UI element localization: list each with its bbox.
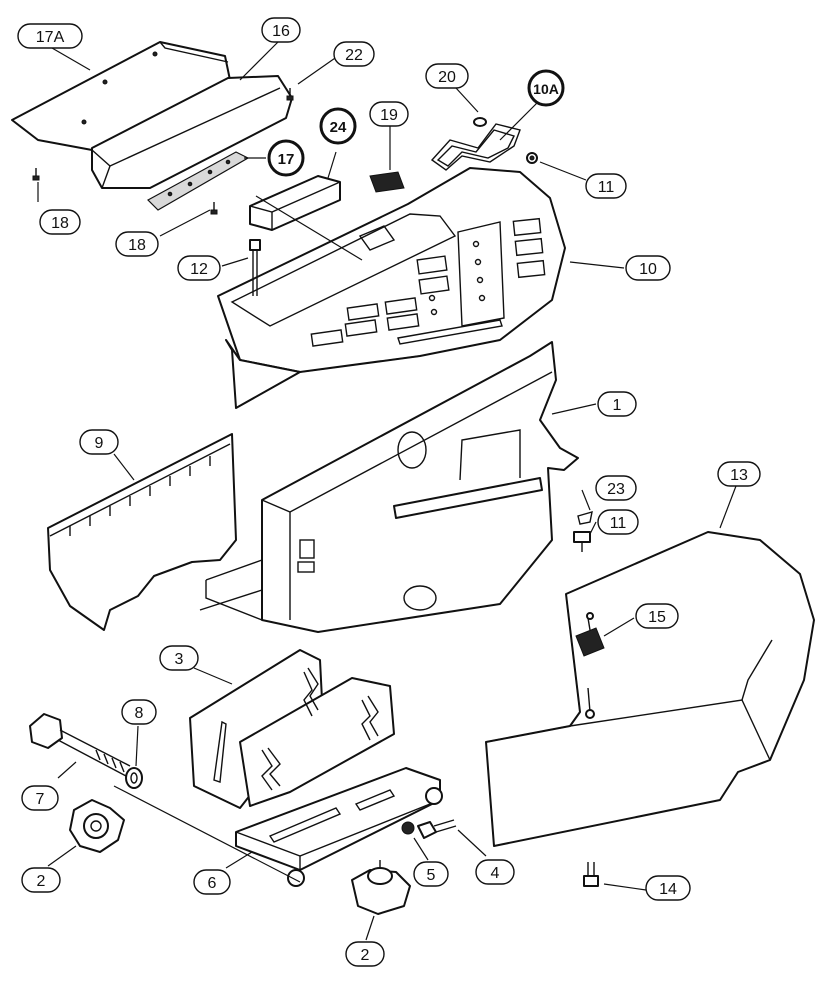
callout-18-left: 18 <box>39 209 81 235</box>
part-2-knob-bottom <box>351 860 411 915</box>
part-7-long-bolt <box>29 713 131 777</box>
part-10-console-housing <box>217 167 566 409</box>
svg-text:22: 22 <box>345 47 363 64</box>
svg-text:2: 2 <box>37 873 46 890</box>
callout-20: 20 <box>425 63 469 89</box>
callout-2-bottom: 2 <box>345 941 385 967</box>
callout-badges: 17A 16 22 20 10A 24 19 17 <box>17 17 761 967</box>
svg-text:11: 11 <box>610 515 627 532</box>
svg-text:10: 10 <box>639 261 657 278</box>
svg-text:18: 18 <box>128 237 146 254</box>
callout-14: 14 <box>645 875 691 901</box>
part-4-bolt <box>417 819 457 839</box>
callout-18-center: 18 <box>115 231 159 257</box>
part-13-large-cover <box>485 531 815 847</box>
svg-text:12: 12 <box>190 261 208 278</box>
console-switches <box>310 217 546 347</box>
svg-text:3: 3 <box>175 651 184 668</box>
callout-13: 13 <box>717 461 761 487</box>
svg-text:20: 20 <box>438 69 456 86</box>
svg-text:1: 1 <box>613 397 622 414</box>
screws-small <box>32 88 294 215</box>
svg-text:2: 2 <box>361 947 370 964</box>
callout-23: 23 <box>595 475 637 501</box>
part-19-pad <box>369 171 405 193</box>
svg-text:19: 19 <box>380 107 398 124</box>
hardware-23-11 <box>573 511 593 552</box>
part-14-screw <box>583 862 599 887</box>
svg-text:11: 11 <box>598 179 615 196</box>
callout-9: 9 <box>79 429 119 455</box>
callout-19: 19 <box>369 101 409 127</box>
svg-text:8: 8 <box>135 705 144 722</box>
part-2-knob-left <box>69 799 125 853</box>
svg-text:17: 17 <box>278 151 295 168</box>
callout-3: 3 <box>159 645 199 671</box>
callout-17a: 17A <box>17 23 83 49</box>
svg-text:6: 6 <box>208 875 217 892</box>
callout-1: 1 <box>597 391 637 417</box>
svg-text:18: 18 <box>51 215 69 232</box>
callout-15: 15 <box>635 603 679 629</box>
svg-text:10A: 10A <box>533 81 559 97</box>
svg-text:17A: 17A <box>36 29 65 46</box>
svg-text:5: 5 <box>427 867 436 884</box>
panel-tabs <box>69 456 211 536</box>
part-9-side-panel <box>47 433 237 631</box>
callout-7: 7 <box>21 785 59 811</box>
callout-12: 12 <box>177 255 221 281</box>
leader-lines <box>37 41 737 941</box>
part-6-base-plate <box>235 767 443 887</box>
part-1-main-frame <box>199 341 579 633</box>
callout-10a: 10A <box>527 69 565 107</box>
svg-text:13: 13 <box>730 467 748 484</box>
part-12-bolt <box>249 239 261 296</box>
svg-text:15: 15 <box>648 609 666 626</box>
callout-5: 5 <box>413 861 449 887</box>
svg-text:4: 4 <box>491 865 500 882</box>
svg-text:23: 23 <box>607 481 625 498</box>
callout-8: 8 <box>121 699 157 725</box>
callout-10: 10 <box>625 255 671 281</box>
callout-4: 4 <box>475 859 515 885</box>
part-16-armrest-pad <box>91 75 293 189</box>
svg-text:14: 14 <box>659 881 677 898</box>
part-20-gasket <box>430 117 521 171</box>
callout-11-lower: 11 <box>597 509 639 535</box>
callout-22: 22 <box>333 41 375 67</box>
callout-16: 16 <box>261 17 301 43</box>
callout-6: 6 <box>193 869 231 895</box>
part-3-bracket <box>189 649 395 809</box>
svg-text:9: 9 <box>95 435 104 452</box>
part-5-washer <box>401 821 415 835</box>
part-15-clip <box>575 612 605 719</box>
part-11-nut-upper <box>526 152 538 164</box>
part-8-washer <box>125 767 143 789</box>
callout-2-left: 2 <box>21 867 61 893</box>
svg-text:7: 7 <box>36 791 45 808</box>
callout-24: 24 <box>319 107 357 145</box>
part-24-block <box>249 175 341 231</box>
callout-11-upper: 11 <box>585 173 627 199</box>
svg-text:24: 24 <box>330 119 347 136</box>
svg-text:16: 16 <box>272 23 290 40</box>
callout-17: 17 <box>267 139 305 177</box>
